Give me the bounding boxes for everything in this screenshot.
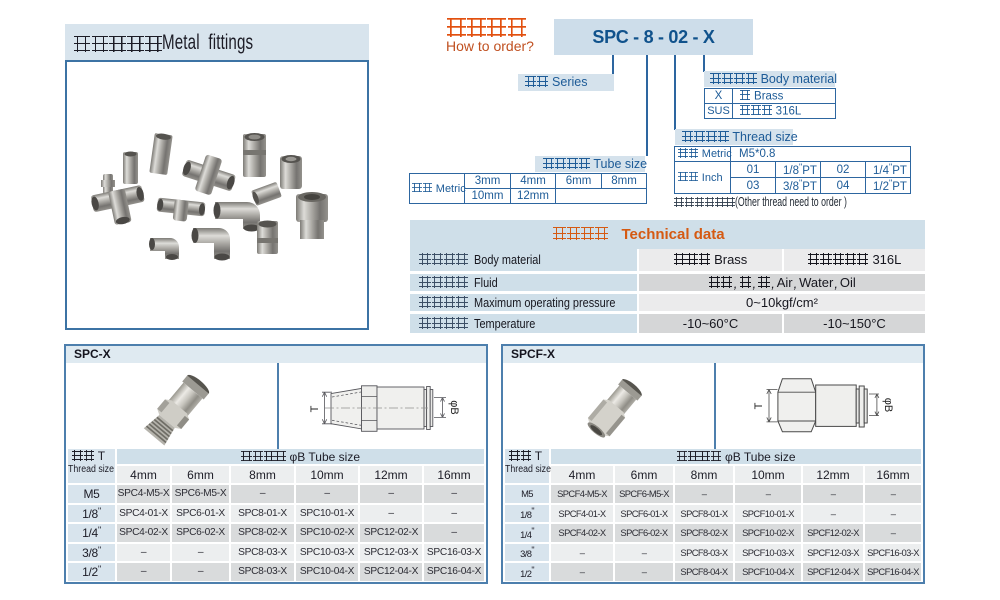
svg-text:φB: φB bbox=[882, 398, 894, 412]
svg-text:T: T bbox=[309, 405, 321, 412]
svg-text:T: T bbox=[753, 402, 765, 409]
svg-text:φB: φB bbox=[448, 400, 460, 414]
